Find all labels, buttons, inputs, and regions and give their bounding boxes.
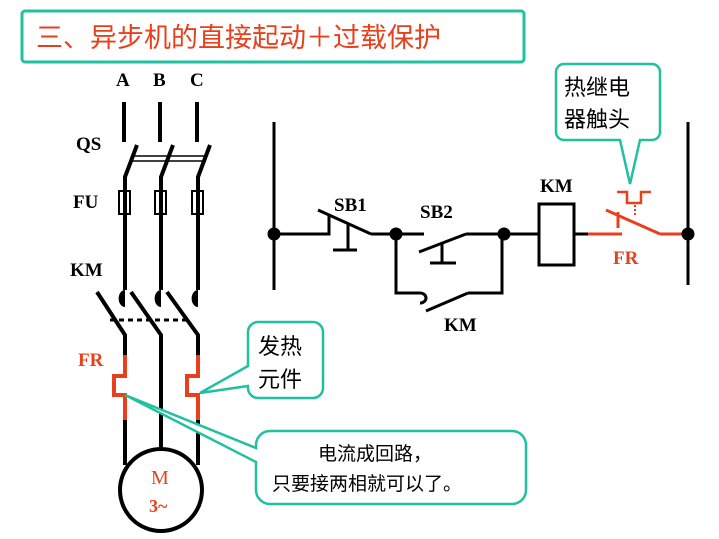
heating-element-text-1: 发热: [258, 335, 302, 360]
motor: M 3~: [118, 447, 204, 533]
fr-contact: FR: [574, 190, 688, 269]
callout-heating-element: 发热 元件: [199, 320, 325, 400]
qs-label: QS: [76, 134, 101, 155]
km-label: KM: [70, 260, 103, 281]
km-main-contacts: [95, 290, 200, 345]
fuses: [118, 188, 204, 290]
phase-a-label: A: [116, 70, 130, 91]
callout-note: 电流成回路， 只要接两相就可以了。: [124, 393, 528, 506]
main-circuit: A B C QS FU KM FR: [70, 70, 212, 533]
motor-phase-label: 3~: [149, 496, 168, 516]
relay-contact-text-2: 器触头: [564, 108, 630, 133]
relay-contact-text-1: 热继电: [564, 76, 630, 101]
sb2-label: SB2: [420, 202, 453, 223]
km-coil-label: KM: [540, 176, 573, 197]
note-text-1: 电流成回路，: [318, 443, 432, 465]
qs-switch: [122, 102, 212, 190]
control-circuit: SB1 SB2 KM KM: [267, 122, 695, 336]
km-aux-label: KM: [444, 315, 477, 336]
fr-contact-label: FR: [613, 248, 639, 269]
phase-c-label: C: [190, 70, 204, 91]
sb2-button: SB2: [396, 202, 504, 265]
fr-heating-elements: [112, 345, 200, 465]
km-coil: KM: [504, 176, 576, 267]
heating-element-text-2: 元件: [258, 368, 302, 393]
note-text-2: 只要接两相就可以了。: [272, 473, 462, 495]
title-box: 三、异步机的直接起动＋过载保护: [20, 9, 526, 64]
page-title: 三、异步机的直接起动＋过载保护: [36, 23, 441, 54]
sb1-label: SB1: [334, 195, 367, 216]
sb1-button: SB1: [274, 195, 396, 252]
km-aux-contact: KM: [394, 234, 504, 336]
callout-relay-contact: 热继电 器触头: [554, 62, 662, 185]
phase-b-label: B: [153, 70, 166, 91]
fr-label: FR: [78, 350, 104, 371]
fu-label: FU: [73, 192, 99, 213]
motor-label: M: [151, 467, 169, 489]
